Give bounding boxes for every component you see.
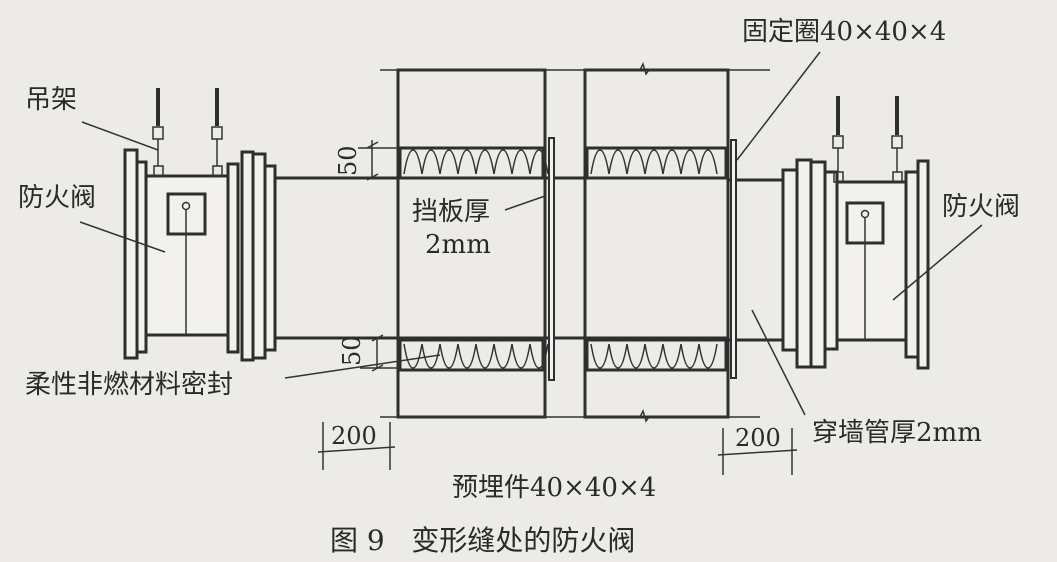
label-fixing-ring: 固定圈40×40×4 bbox=[742, 17, 946, 47]
insulation-wave bbox=[403, 149, 549, 175]
label-seal: 柔性非燃材料密封 bbox=[25, 370, 233, 400]
dimension-lines bbox=[317, 140, 798, 475]
leader-lines bbox=[79, 51, 983, 416]
wall-sleeve-duct bbox=[270, 176, 783, 342]
insulation-wave bbox=[590, 149, 718, 175]
label-hanger: 吊架 bbox=[25, 85, 77, 115]
fire-damper-right bbox=[781, 158, 930, 370]
label-sleeve: 穿墙管厚2mm bbox=[812, 418, 982, 448]
insulation-band bbox=[398, 338, 545, 372]
dim-bottom-gap: 50 bbox=[338, 335, 366, 366]
label-fire-damper-right: 防火阀 bbox=[942, 192, 1020, 222]
figure-caption: 图 9 变形缝处的防火阀 bbox=[330, 524, 635, 557]
dim-right: 200 bbox=[735, 424, 781, 452]
hanger-left bbox=[152, 88, 223, 177]
label-baffle-thickness: 挡板厚 bbox=[412, 197, 490, 227]
insulation-band bbox=[585, 338, 728, 372]
wall-outline bbox=[380, 61, 770, 423]
baffle-plate-left bbox=[548, 137, 555, 381]
label-fire-damper-left: 防火阀 bbox=[18, 183, 96, 213]
dim-left: 200 bbox=[331, 422, 377, 450]
insulation-wave bbox=[403, 343, 549, 369]
insulation-wave bbox=[590, 343, 718, 369]
dim-top-gap: 50 bbox=[334, 145, 362, 176]
wall-right bbox=[583, 68, 730, 419]
hanger-right bbox=[832, 96, 903, 183]
baffle-plate-right bbox=[730, 139, 737, 379]
label-embedded-part: 预埋件40×40×4 bbox=[452, 473, 656, 503]
label-baffle-thickness-value: 2mm bbox=[425, 230, 491, 260]
fire-damper-left bbox=[123, 148, 277, 362]
